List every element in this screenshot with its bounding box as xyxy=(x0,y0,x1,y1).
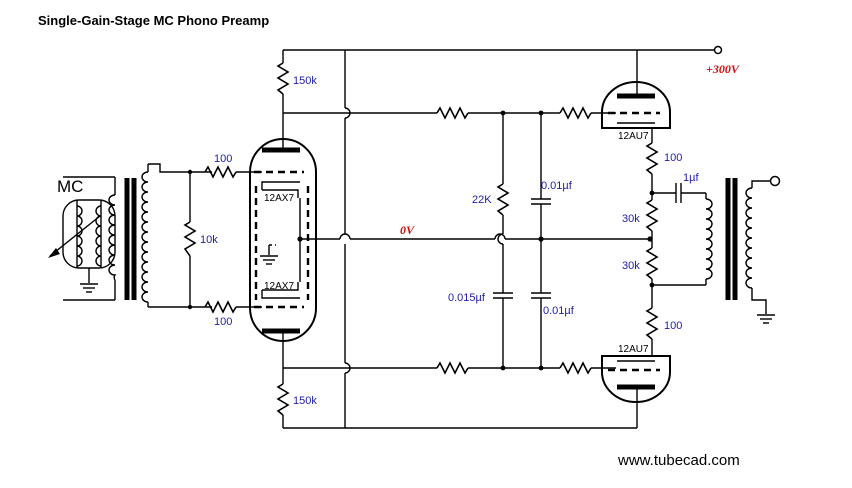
output-transformer xyxy=(705,178,770,314)
resistor-grid-bottom xyxy=(204,300,237,314)
r-out-top-label: 30k xyxy=(622,213,640,225)
output-tube-upper-12au7 xyxy=(601,81,671,129)
c-network-top-label: 0.01µf xyxy=(541,180,573,192)
mc-cartridge-symbol xyxy=(48,199,116,283)
r-cathode-top-label: 100 xyxy=(664,152,682,164)
r-grid-bottom-label: 100 xyxy=(214,316,232,328)
source-label: MC xyxy=(57,177,83,196)
c-network-bottom-right-label: 0.01µf xyxy=(543,305,575,317)
ground-rail-label: 0V xyxy=(400,223,415,237)
r-out-bottom-label: 30k xyxy=(622,260,640,272)
r-plate-bottom-label: 150k xyxy=(293,395,317,407)
r-plate-top-label: 150k xyxy=(293,75,317,87)
resistor-22k xyxy=(496,183,510,216)
resistor-top-grid-stopper xyxy=(559,106,592,120)
website-label: www.tubecad.com xyxy=(617,452,740,469)
resistor-cathode-top xyxy=(645,142,659,175)
resistor-30k-bottom xyxy=(645,247,659,280)
r-network-label: 22K xyxy=(472,194,492,206)
r-grid-top-label: 100 xyxy=(214,153,232,165)
ground-icon xyxy=(80,283,98,293)
input-wire-top xyxy=(148,163,212,173)
diagram-title: Single-Gain-Stage MC Phono Preamp xyxy=(38,13,269,28)
tube-label-input-upper: 12AX7 xyxy=(264,193,294,204)
tube-label-output-upper: 12AU7 xyxy=(618,131,649,142)
supply-terminal xyxy=(713,45,723,55)
resistor-30k-top xyxy=(645,199,659,232)
resistor-cathode-bottom xyxy=(645,307,659,340)
output-jack xyxy=(769,175,781,187)
resistor-150k-bottom xyxy=(276,383,290,416)
ground-icon xyxy=(757,314,775,324)
supply-voltage-label: +300V xyxy=(706,62,740,76)
resistor-grid-top xyxy=(204,165,237,179)
resistor-bottom-series xyxy=(436,361,469,375)
r-cathode-bottom-label: 100 xyxy=(664,320,682,332)
c-network-bottom-left-label: 0.015µf xyxy=(448,292,486,304)
resistor-bottom-grid-stopper xyxy=(559,361,592,375)
input-tube-12ax7 xyxy=(249,138,317,342)
resistor-10k xyxy=(183,221,197,257)
ground-icon xyxy=(260,255,278,265)
c-output-label: 1µf xyxy=(683,172,699,184)
resistor-top-series xyxy=(436,106,469,120)
tube-label-input-lower: 12AX7 xyxy=(264,281,294,292)
input-transformer xyxy=(63,164,149,307)
resistor-150k-top xyxy=(276,62,290,95)
output-tube-lower-12au7 xyxy=(601,355,671,403)
r-input-load-label: 10k xyxy=(200,234,218,246)
tube-label-output-lower: 12AU7 xyxy=(618,344,649,355)
